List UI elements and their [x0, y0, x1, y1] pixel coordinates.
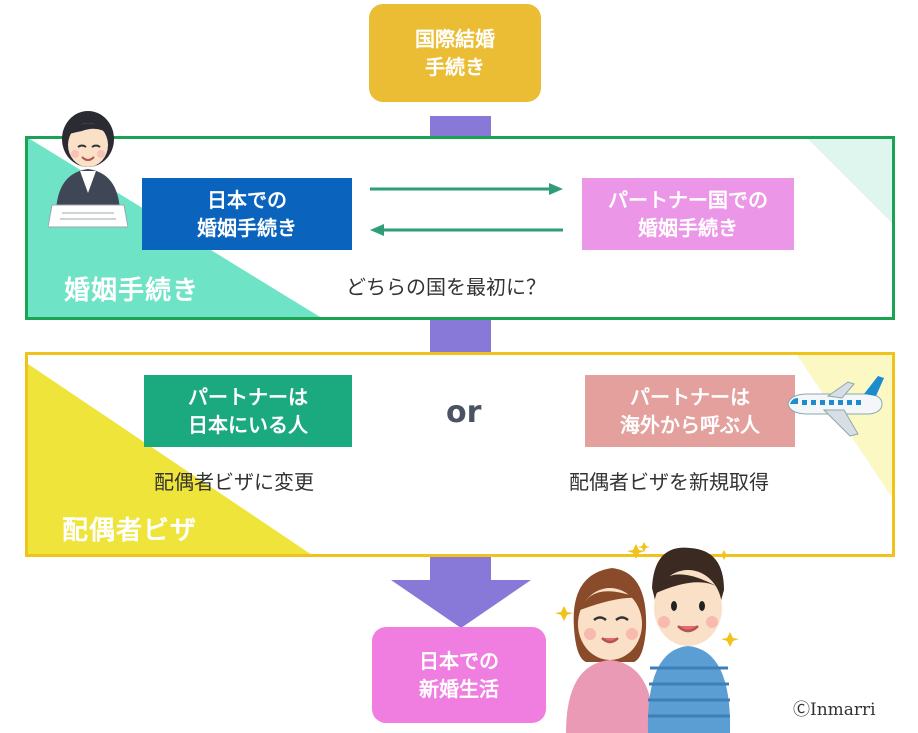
marriage-procedure-panel: 婚姻手続き 日本での 婚姻手続き パートナー国での 婚姻手続き どちらの国を最初… — [25, 136, 895, 320]
connector-middle — [430, 320, 491, 352]
copyright-credit: ⒸInmarri — [793, 700, 876, 720]
partner-abroad-box: パートナーは 海外から呼ぶ人 — [585, 375, 795, 447]
new-spouse-visa-caption: 配偶者ビザを新規取得 — [569, 470, 769, 494]
right-arrow-head — [549, 183, 563, 195]
marriage-section-label: 婚姻手続き — [64, 276, 200, 306]
japan-marriage-box: 日本での 婚姻手続き — [142, 178, 352, 250]
partner-country-marriage-box: パートナー国での 婚姻手続き — [582, 178, 794, 250]
change-to-spouse-visa-caption: 配偶者ビザに変更 — [154, 470, 314, 494]
international-marriage-procedure-box: 国際結婚 手続き — [369, 4, 541, 102]
down-arrow — [391, 580, 531, 628]
connector-top — [430, 116, 491, 138]
office-worker-icon — [48, 111, 128, 228]
or-separator: or — [446, 395, 482, 430]
left-arrow-head — [370, 224, 384, 236]
airplane-icon — [787, 376, 884, 437]
newlywed-life-in-japan-box: 日本での 新婚生活 — [372, 627, 546, 723]
spouse-visa-panel: 配偶者ビザ パートナーは 日本にいる人 or パートナーは 海外から呼ぶ人 配偶… — [25, 352, 895, 557]
visa-section-label: 配偶者ビザ — [62, 516, 198, 546]
partner-in-japan-box: パートナーは 日本にいる人 — [144, 375, 352, 447]
couple-illustration — [555, 542, 739, 733]
which-country-first-question: どちらの国を最初に？ — [346, 275, 546, 299]
bidirectional-arrows — [370, 183, 563, 236]
